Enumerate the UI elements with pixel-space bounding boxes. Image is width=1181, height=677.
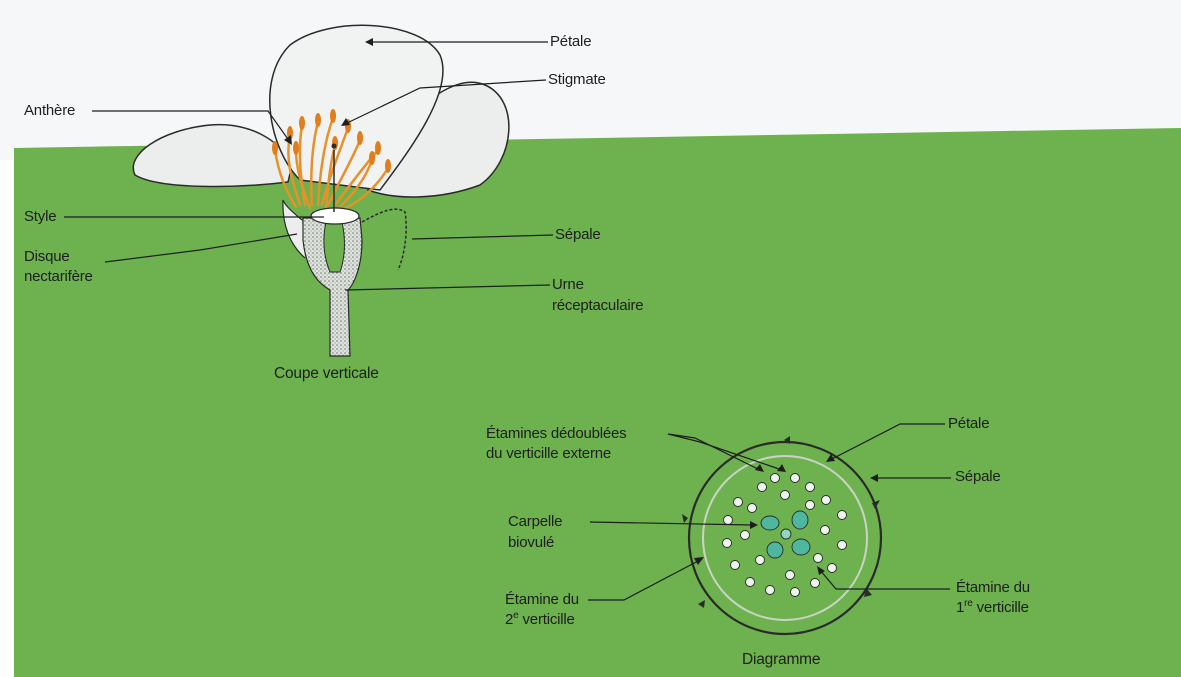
label-sepale-section: Sépale [555, 225, 601, 244]
stigma [332, 144, 337, 149]
label-etamine2-line1: Étamine du [505, 590, 579, 609]
label-urne-line2: réceptaculaire [552, 296, 643, 315]
label-urne-line1: Urne [552, 275, 584, 294]
label-carpelle-line1: Carpelle [508, 512, 562, 531]
caption-coupe-verticale: Coupe verticale [274, 364, 379, 383]
label-disque-line1: Disque [24, 247, 70, 266]
label-sepale-diagram: Sépale [955, 467, 1001, 486]
label-stigmate: Stigmate [548, 70, 606, 89]
label-etamine1-line2: 1re verticille [956, 598, 1029, 617]
label-etamine1-line1: Étamine du [956, 578, 1030, 597]
label-petale-top: Pétale [550, 32, 591, 51]
caption-diagramme: Diagramme [742, 650, 820, 669]
label-petale-diagram: Pétale [948, 414, 989, 433]
label-anthere: Anthère [24, 101, 75, 120]
label-carpelle-line2: biovulé [508, 533, 554, 552]
label-etamines-line2: du verticille externe [486, 444, 611, 463]
nectar-disc [311, 208, 359, 224]
ovary-cavity [324, 222, 345, 272]
label-etamines-line1: Étamines dédoublées [486, 424, 626, 443]
label-etamine2-line2: 2e verticille [505, 610, 575, 629]
label-style: Style [24, 207, 56, 226]
label-disque-line2: nectarifère [24, 267, 93, 286]
